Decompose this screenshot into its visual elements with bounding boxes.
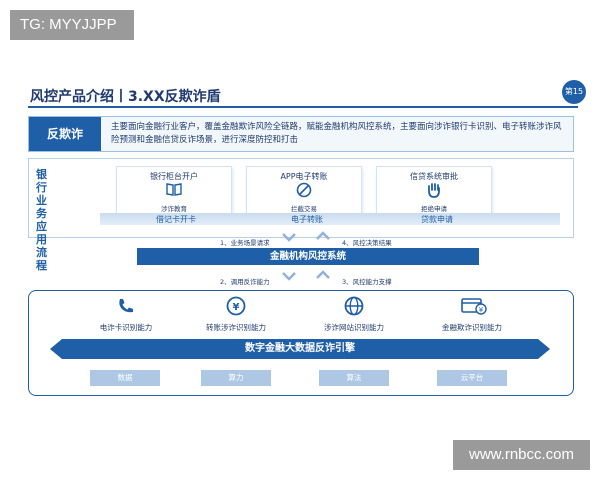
arrow-up-icon [316,270,330,285]
foundation-pill: 算法 [319,370,389,386]
intro-box: 反欺诈 主要面向金融行业客户，覆盖金融欺诈风险全链路，赋能金融机构风控系统，主要… [28,116,574,152]
business-card-credit: 信贷系统审批 拒绝申请 [376,166,492,214]
engine-bar: 数字金融大数据反诈引擎 [50,339,550,359]
engine-label: 数字金融大数据反诈引擎 [245,343,355,354]
card-yen-icon: ¥ [461,296,487,318]
ability-transfer: ¥ 转账涉诈识别能力 [186,296,286,333]
card-title: 信贷系统审批 [410,172,458,181]
foundation-pill: 云平台 [437,370,507,386]
business-card-app: APP电子转账 拦截交易 [246,166,362,214]
foundation-pill: 数据 [90,370,160,386]
svg-text:¥: ¥ [479,306,484,314]
ability-label: 涉诈网站识别能力 [324,323,384,332]
ability-label: 电诈卡识别能力 [99,323,153,332]
money-icon: ¥ [225,296,247,318]
card-title: APP电子转账 [280,172,328,181]
flow-step-3: 3、风控能力支撑 [342,278,392,286]
core-risk-system: 金融机构风控系统 [137,248,479,265]
card-title: 银行柜台开户 [150,172,198,181]
svg-text:¥: ¥ [233,302,240,313]
watermark-top-left: TG: MYYJJPP [10,10,134,40]
arrow-down-icon [282,272,296,287]
stage-bar [100,213,560,225]
arrow-down-icon [282,233,296,248]
ability-label: 转账涉诈识别能力 [206,323,266,332]
slide-title: 风控产品介绍丨3.XX反欺诈盾 [30,89,221,105]
book-icon [117,182,231,200]
arrow-up-icon [316,231,330,246]
ability-fraud-card: 电诈卡识别能力 [76,296,176,333]
block-icon [247,182,361,202]
intro-text: 主要面向金融行业客户，覆盖金融欺诈风险全链路，赋能金融机构风控系统，主要面向涉诈… [111,122,562,145]
business-flow-box [28,158,574,238]
card-sub: 拒绝申请 [421,205,447,213]
ability-financial: ¥ 金融欺诈识别能力 [422,296,522,333]
intro-label: 反欺诈 [29,117,101,151]
foundation-pill: 算力 [201,370,271,386]
stage-label: 借记卡开卡 [156,215,196,224]
title-divider [28,106,578,108]
card-sub: 拦截交易 [291,205,317,213]
card-sub: 涉诈教育 [161,205,187,213]
capability-box [28,290,574,396]
phone-icon [115,296,137,318]
flow-step-1: 1、业务场景请求 [220,239,270,247]
watermark-bottom-right: www.rnbcc.com [453,440,590,470]
flow-step-4: 4、风控决策结果 [342,239,392,247]
flow-vertical-label: 银行业务应用流程 [36,168,47,272]
globe-icon [343,296,365,318]
hand-stop-icon [377,182,491,202]
stage-label: 电子转账 [291,215,323,224]
ability-label: 金融欺诈识别能力 [442,323,502,332]
ability-website: 涉诈网站识别能力 [304,296,404,333]
page-badge: 第15页 [562,80,586,120]
stage-label: 贷款申请 [421,215,453,224]
business-card-counter: 银行柜台开户 涉诈教育 [116,166,232,214]
flow-step-2: 2、调用反诈能力 [220,278,270,286]
